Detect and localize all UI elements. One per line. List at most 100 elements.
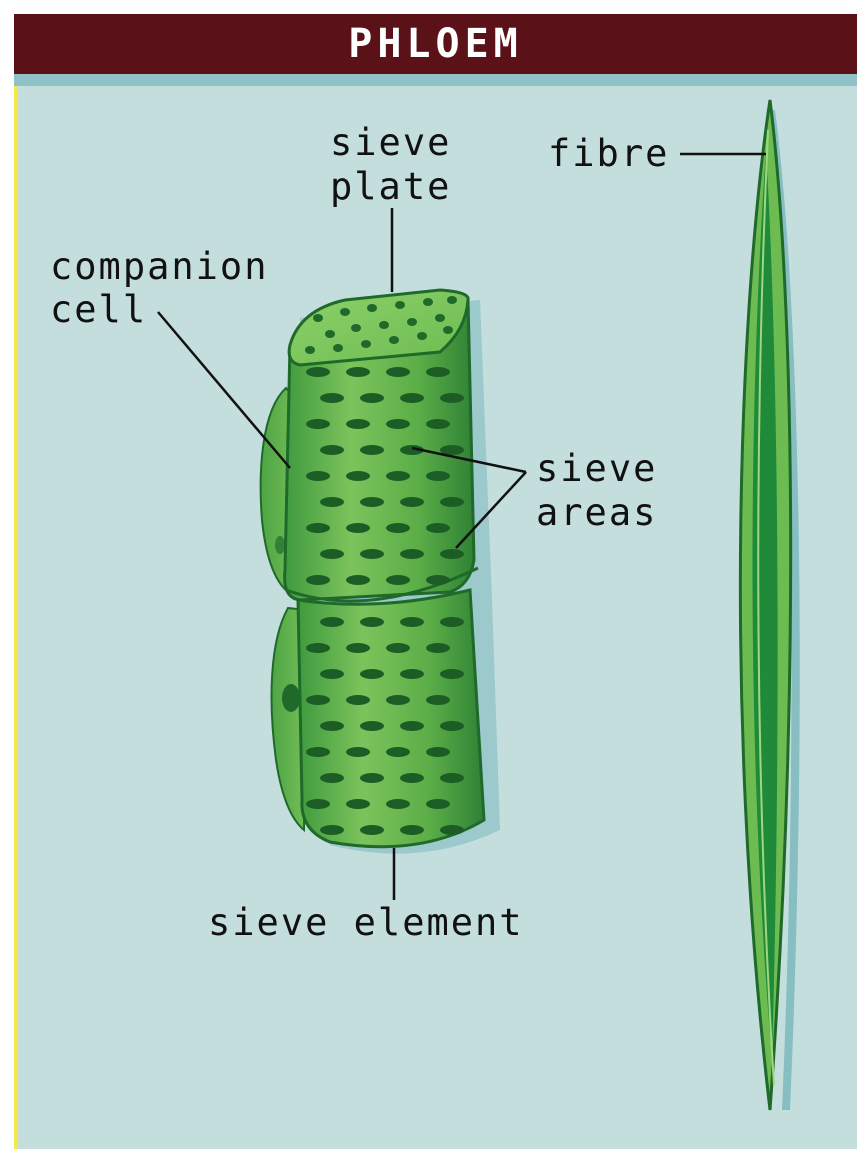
sieve-area-pore — [320, 773, 344, 783]
plate-pore — [407, 318, 417, 326]
sieve-area-pore — [426, 695, 450, 705]
sieve-area-pore — [306, 575, 330, 585]
sieve-area-pore — [306, 471, 330, 481]
label-companion-cell-line1: companion — [50, 245, 268, 288]
sieve-area-pore — [386, 367, 410, 377]
sieve-area-pore — [360, 393, 384, 403]
plate-pore — [313, 314, 323, 322]
sieve-area-pore — [440, 497, 464, 507]
sieve-area-pore — [386, 471, 410, 481]
plate-pore — [340, 308, 350, 316]
sieve-area-pore — [306, 367, 330, 377]
sieve-area-pore — [320, 549, 344, 559]
plate-pore — [423, 298, 433, 306]
label-fibre: fibre — [548, 132, 669, 175]
plate-pore — [325, 330, 335, 338]
sieve-area-pore — [400, 549, 424, 559]
sieve-area-pore — [440, 549, 464, 559]
sieve-area-pore — [400, 393, 424, 403]
sieve-area-pore — [386, 747, 410, 757]
sieve-area-pore — [426, 523, 450, 533]
sieve-area-pore — [346, 471, 370, 481]
sieve-area-pore — [360, 721, 384, 731]
label-sieve-areas-line2: areas — [536, 491, 657, 534]
sieve-area-pore — [400, 721, 424, 731]
plate-pore — [361, 340, 371, 348]
sieve-area-pore — [320, 445, 344, 455]
sieve-area-pore — [426, 367, 450, 377]
sieve-area-pore — [360, 445, 384, 455]
label-companion-cell-line2: cell — [50, 288, 147, 331]
sieve-area-pore — [426, 643, 450, 653]
sieve-area-pore — [306, 747, 330, 757]
sieve-area-pore — [386, 523, 410, 533]
sieve-area-pore — [346, 419, 370, 429]
sieve-element-lower — [298, 590, 484, 847]
sieve-area-pore — [386, 575, 410, 585]
plate-pore — [447, 296, 457, 304]
sieve-area-pore — [400, 497, 424, 507]
plate-pore — [379, 321, 389, 329]
sieve-area-pore — [320, 669, 344, 679]
sieve-area-pore — [426, 747, 450, 757]
sieve-area-pore — [360, 617, 384, 627]
sieve-area-pore — [426, 471, 450, 481]
sieve-area-pore — [346, 695, 370, 705]
sieve-area-pore — [320, 617, 344, 627]
sieve-area-pore — [440, 721, 464, 731]
label-sieve-plate-line1: sieve — [330, 121, 451, 164]
plate-pore — [417, 332, 427, 340]
sieve-area-pore — [346, 643, 370, 653]
sieve-area-pore — [346, 523, 370, 533]
sieve-area-pore — [440, 617, 464, 627]
sieve-area-pore — [360, 825, 384, 835]
plate-pore — [367, 304, 377, 312]
companion-cell-leader — [158, 312, 290, 468]
sieve-area-pore — [440, 669, 464, 679]
sieve-area-pore — [400, 669, 424, 679]
sieve-area-pore — [360, 497, 384, 507]
sieve-area-pore — [440, 773, 464, 783]
sieve-area-pore — [386, 695, 410, 705]
sieve-area-pore — [440, 393, 464, 403]
sieve-area-pore — [320, 497, 344, 507]
label-sieve-plate-line2: plate — [330, 165, 451, 208]
label-sieve-areas-line1: sieve — [536, 447, 657, 490]
sieve-area-pore — [320, 825, 344, 835]
sieve-area-pore — [306, 643, 330, 653]
sieve-area-pore — [360, 669, 384, 679]
sieve-area-pore — [426, 575, 450, 585]
plate-pore — [351, 324, 361, 332]
sieve-area-pore — [306, 523, 330, 533]
plate-pore — [305, 346, 315, 354]
sieve-area-pore — [346, 747, 370, 757]
sieve-area-pore — [306, 419, 330, 429]
sieve-area-pore — [440, 825, 464, 835]
sieve-area-pore — [360, 549, 384, 559]
sieve-area-pore — [360, 773, 384, 783]
plate-pore — [395, 301, 405, 309]
sieve-area-pore — [320, 721, 344, 731]
sieve-area-pore — [306, 695, 330, 705]
sieve-area-pore — [400, 773, 424, 783]
companion-cell-plastid — [275, 536, 285, 554]
sieve-area-pore — [306, 799, 330, 809]
sieve-area-pore — [400, 617, 424, 627]
plate-pore — [333, 344, 343, 352]
sieve-area-pore — [320, 393, 344, 403]
sieve-area-pore — [426, 799, 450, 809]
label-sieve-element: sieve element — [208, 901, 524, 944]
plate-pore — [389, 336, 399, 344]
companion-cell-nucleus — [282, 684, 300, 712]
sieve-area-pore — [386, 643, 410, 653]
sieve-area-pore — [400, 825, 424, 835]
sieve-area-pore — [346, 575, 370, 585]
plate-pore — [435, 314, 445, 322]
sieve-area-pore — [386, 799, 410, 809]
sieve-area-pore — [346, 367, 370, 377]
sieve-area-pore — [346, 799, 370, 809]
sieve-area-pore — [386, 419, 410, 429]
plate-pore — [443, 326, 453, 334]
